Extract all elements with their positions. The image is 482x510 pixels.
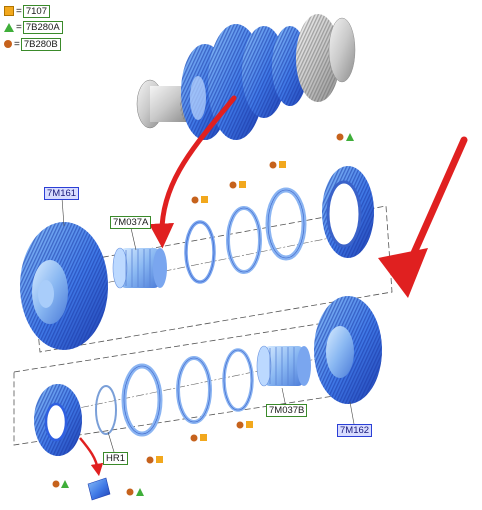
marker-pair-ring3 [269, 161, 286, 169]
marker-pair-ring2 [229, 181, 246, 189]
gear-7m161 [20, 222, 108, 350]
legend-equals: = [14, 38, 20, 50]
part-markers [52, 133, 354, 496]
callout-7m162[interactable]: 7M162 [337, 424, 373, 437]
synchro-ring-5 [176, 356, 212, 424]
synchro-ring-2 [226, 206, 262, 274]
legend-item-square: = 7107 [4, 4, 50, 18]
legend-label-7b280b[interactable]: 7B280B [20, 37, 61, 51]
red-arrow-top [149, 95, 237, 249]
marker-pair-key [126, 488, 144, 496]
red-arrow-small [79, 437, 104, 477]
callout-7m037a[interactable]: 7M037A [110, 216, 152, 229]
gear-cluster-shaft [136, 14, 356, 140]
marker-pair-sleeve [336, 133, 354, 141]
synchro-ring-4 [222, 348, 254, 412]
callout-7m037b[interactable]: 7M037B [266, 404, 308, 417]
synchro-hub-lower [34, 384, 82, 456]
needle-bearing-7m037b [256, 345, 311, 387]
legend-equals: = [16, 21, 22, 33]
callout-hr1[interactable]: HR1 [103, 452, 129, 465]
legend-label-7107[interactable]: 7107 [22, 4, 50, 18]
orange-square-icon [4, 6, 14, 16]
legend-item-dot: = 7B280B [4, 37, 61, 51]
needle-bearing-7m037a [112, 247, 167, 289]
marker-pair-ring6 [146, 456, 163, 464]
marker-pair-ring5 [190, 434, 207, 442]
shift-key-insert [87, 477, 111, 501]
synchro-ring-3 [265, 187, 307, 261]
synchro-ring-1 [184, 220, 216, 284]
legend-equals: = [16, 5, 22, 17]
legend-item-triangle: = 7B280A [4, 20, 63, 34]
cluster-gear-grey [296, 14, 356, 102]
green-triangle-icon [4, 22, 14, 32]
snap-ring-hr1 [95, 385, 117, 435]
synchro-sleeve-upper [322, 166, 374, 258]
marker-pair-ring4 [236, 421, 253, 429]
marker-pair-ring1 [191, 196, 208, 204]
synchro-ring-6 [121, 363, 163, 437]
gear-7m162 [314, 296, 382, 404]
legend-label-7b280a[interactable]: 7B280A [22, 20, 63, 34]
callout-7m161[interactable]: 7M161 [44, 187, 80, 200]
red-arrow-right [378, 136, 468, 298]
brown-dot-icon [4, 40, 12, 48]
marker-pair-hub [52, 480, 69, 488]
